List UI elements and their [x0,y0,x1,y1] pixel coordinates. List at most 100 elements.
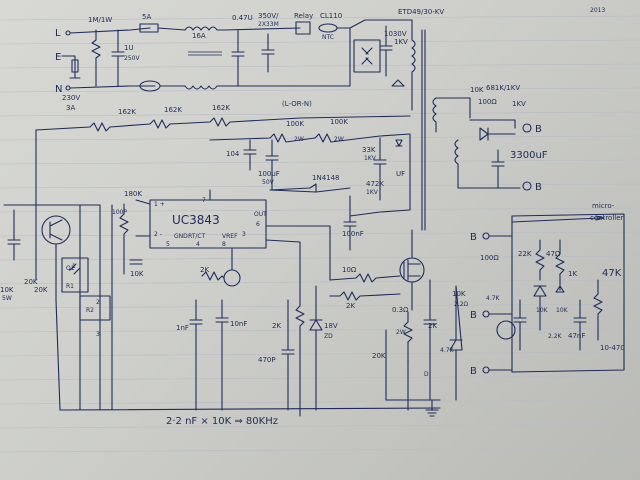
micro-r-47k: 47K [602,268,622,279]
ic-label: UC3843 [172,213,220,227]
aux-diode-label: 1N4148 [312,174,340,182]
input-voltage: 230V [62,94,80,102]
pin2: 2 - [154,231,162,238]
transformer-section: ETD49/30-KV 10K 681K/1KV 100Ω 1KV B 3300… [398,8,548,231]
sec-res4: 1KV [512,100,526,108]
micro-r-100: 100Ω [480,254,499,262]
aux-diode [269,183,351,193]
mos-r-2k: 2K [428,322,437,330]
ic-c-100p: 100P [112,209,127,216]
input-current: 3A [66,104,75,112]
micro-section: micro- controller B B B 100Ω 22K 47Ω 1K … [470,202,625,377]
ic-zd: ZD [324,333,333,340]
pin-num-1: 1 [72,263,76,270]
mos-r-47k: 4.7K [440,347,455,354]
left-feedback-section: 10K 20K 20K 5W Q1 R1 R2 1 2 3 [0,204,441,411]
gate-res-2k: 2K [346,302,355,310]
input-filter-section: L E N 230V 3A 1M/1W 1U 250V 5A 16A 0.47U… [55,12,413,112]
ic-c-1nf: 1nF [176,324,189,332]
gate-res: 10Ω [342,266,357,274]
fuse-label: 5A [142,13,151,21]
pin-num-3: 3 [96,331,100,338]
micro-b3: B [470,366,477,377]
sense-r-value: 0.3Ω [392,306,409,314]
feedback-res-2: 162K [164,106,182,114]
pin4: 4 [196,241,200,248]
snub-r4-v: 1KV [366,189,379,196]
sec-res2: 681K/1KV [486,84,520,92]
output-b-top: B [535,124,542,135]
left-r2b: R2 [86,307,94,314]
micro-r-47: 47Ω [546,250,561,258]
ic-r-2k: 2K [200,266,209,274]
micro-r-10-470: 10-470 [600,344,625,352]
sense-resistor [403,311,413,363]
pin7: 7 [202,197,206,204]
left-transistor [41,215,71,245]
mosfet-section: 10Ω 2K 0.3Ω 2W 2K 10K 2.2Ω 20K 4.7K D [329,229,469,417]
mos-d: D [424,371,429,378]
left-r2: 20K [24,278,38,286]
primary-winding [411,19,416,111]
pin-vref: VREF [222,233,238,240]
x-cap-2 [231,29,245,87]
vcc-cap-v: 50V [262,179,275,186]
feedback-res-1: 162K [118,108,136,116]
pin3: 3 [242,231,246,238]
output-inductor [454,139,459,173]
bulk-cap [261,33,275,73]
pin-num-2: 2 [96,299,100,306]
terminal-l-node [65,30,71,36]
snub-r3: 33K [362,146,376,154]
pin5: 5 [166,241,170,248]
left-q1: Q1 [66,265,75,272]
controller-section: UC3843 1 + 7 2 - 5 8 6 4 3 OUT GND RT/CT… [112,189,364,417]
common-mode-choke-top [184,26,226,31]
bulk-cap-voltage: 350V/ [258,12,279,20]
micro-b2: B [470,310,477,321]
mos-r-10k: 10K [452,290,466,298]
optocoupler-b [79,295,111,321]
snub-r3-v: 1KV [364,155,377,162]
bleeder-resistor [91,29,101,87]
terminal-n: N [55,84,62,95]
mos-r-22: 2.2Ω [454,301,469,308]
ic-cap-470p [281,299,295,411]
output-cap [491,149,505,189]
ic-zener: 18V [324,322,338,330]
relay-symbol [295,21,311,35]
micro-r-22k-b: 2.2K [548,333,563,340]
common-mode-choke-bottom [184,85,226,90]
cl110-label: CL110 [320,12,342,20]
micro-b1: B [470,232,477,243]
vcc-cap: 100uF [258,170,280,178]
hv-cap-voltage: 1KV [394,38,408,46]
ic-transistor [223,269,241,287]
snub-r4: 472K [366,180,384,188]
ic-c-100nf: 100nF [342,230,364,238]
output-cap-label: 3300uF [510,150,548,161]
secondary-diode [479,127,489,141]
sense-r-watt: 2W [396,329,406,336]
bleed-note: (L-OR-N) [282,100,312,108]
corner-mark: 2013 [590,7,605,14]
ic-c-470p: 470P [258,356,276,364]
snub-cap [243,139,257,171]
ic-r-2k-b: 2K [272,322,281,330]
feedback-chain: 162K 162K 162K (L-OR-N) [35,100,411,206]
snubber-section: 100K 2W 100K 2W 104 100uF 50V 1N4148 33K… [209,118,411,217]
left-w: 5W [2,295,12,302]
ic-cap-b [215,299,229,411]
micro-transistor [496,320,516,340]
snub-cap-label: 104 [226,150,240,158]
transformer-label: ETD49/30-KV [398,8,444,16]
uc3843-ic [149,199,267,249]
snub-res2: 100K [330,118,348,126]
pin-gnd: GND [174,233,188,240]
micro-r-10k-b: 10K [536,307,549,314]
output-b-bottom: B [535,182,542,193]
output-terminal-plus [522,123,532,133]
bridge-rectifier [353,39,381,73]
zener-18v [309,319,323,331]
